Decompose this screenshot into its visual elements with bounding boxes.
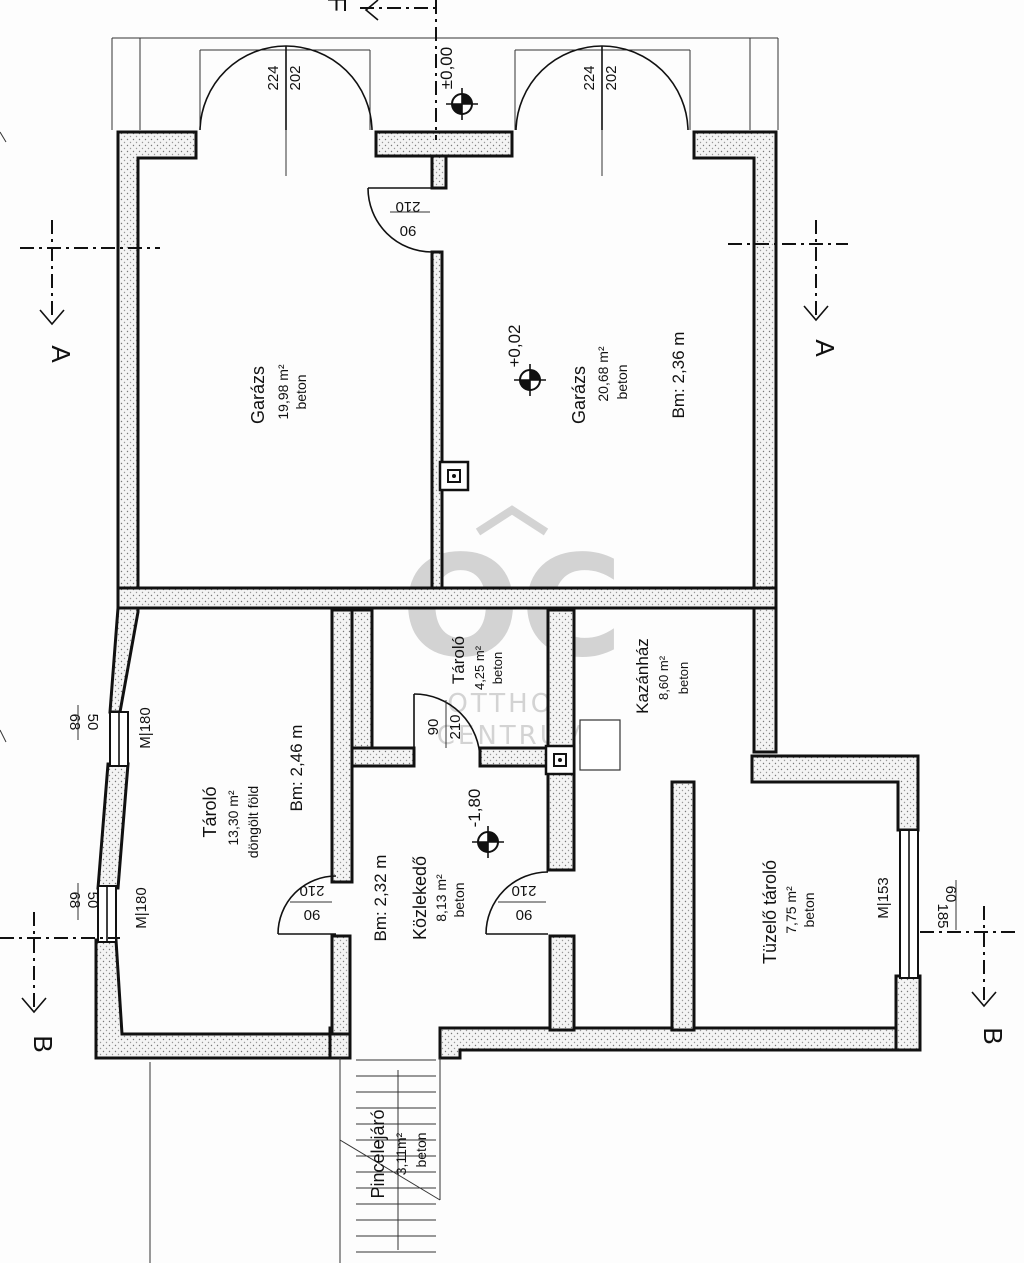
- door-storage-small-width: 90: [425, 719, 442, 736]
- boiler-unit: [579, 719, 621, 771]
- room-storage-left-name: Tároló: [200, 786, 220, 837]
- room-garage-left: Garázs 19,98 m² beton: [248, 364, 309, 424]
- section-a-right-label: A: [810, 339, 840, 357]
- section-b-left: B: [0, 912, 120, 1053]
- garage-door-right-width: 224: [581, 65, 598, 90]
- window-right-b: 185: [934, 903, 951, 928]
- room-fuel-storage-floor: beton: [801, 892, 817, 927]
- garage-door-right-height: 202: [603, 65, 620, 90]
- margin-mark-mid: [0, 729, 7, 743]
- room-corridor-name: Közlekedő: [410, 856, 430, 940]
- room-garage-right-area: 20,68 m²: [595, 346, 611, 402]
- room-corridor-height: Bm: 2,32 m: [371, 855, 390, 942]
- door-storage-left-width: 90: [304, 906, 321, 923]
- door-storage-left: 210 90: [277, 875, 337, 935]
- window-left-upper-bottom: 68: [66, 714, 83, 731]
- room-garage-left-name: Garázs: [248, 366, 268, 424]
- door-storage-small-height: 210: [447, 714, 464, 739]
- window-left-lower-top: 50: [84, 892, 101, 909]
- room-garage-left-area: 19,98 m²: [275, 364, 291, 420]
- window-right-side: M|153: [875, 877, 892, 918]
- room-garage-right-floor: beton: [614, 364, 630, 399]
- garage-door-left-height: 202: [287, 65, 304, 90]
- room-garage-left-floor: beton: [293, 374, 309, 409]
- garage-door-right: 224 202: [515, 45, 689, 176]
- door-garage-inner-height: 210: [395, 198, 420, 215]
- section-a-left-label: A: [46, 345, 76, 363]
- level-entrance-text: ±0,00: [437, 47, 456, 89]
- room-storage-left-height: Bm: 2,46 m: [287, 725, 306, 812]
- window-left-lower-side: M|180: [133, 887, 150, 928]
- garage-door-left-width: 224: [265, 65, 282, 90]
- chimney-garage: [438, 460, 470, 492]
- room-corridor-floor: beton: [451, 882, 467, 917]
- room-garage-right-name: Garázs: [569, 366, 589, 424]
- room-storage-small-area: 4,25 m²: [472, 645, 487, 690]
- room-storage-left-floor: döngölt föld: [245, 786, 261, 858]
- window-left-lower: 50 68 M|180: [66, 883, 150, 943]
- door-corridor-width: 90: [516, 906, 533, 923]
- chimney-boiler: [544, 744, 576, 776]
- level-marker-corridor: -1,80: [465, 789, 504, 858]
- watermark-roof-icon: [475, 505, 549, 536]
- section-f-top: F: [322, 0, 440, 140]
- window-left-upper-top: 50: [84, 714, 101, 731]
- room-storage-small: Tároló 4,25 m² beton: [449, 636, 505, 690]
- section-b-right: B: [920, 906, 1016, 1045]
- section-a-left: A: [20, 220, 160, 363]
- room-fuel-storage-area: 7,75 m²: [783, 886, 799, 934]
- room-boiler-name: Kazánház: [633, 638, 652, 714]
- door-corridor-height: 210: [511, 882, 536, 899]
- margin-mark-top: [0, 131, 7, 143]
- section-f-label: F: [322, 0, 352, 12]
- door-garage-inner: 210 90: [367, 187, 433, 253]
- window-left-lower-bottom: 68: [66, 892, 83, 909]
- section-b-right-label: B: [978, 1027, 1008, 1044]
- room-cellar-entry: Pincelejáró 3,11m² beton: [368, 1109, 429, 1198]
- window-left-upper-side: M|180: [137, 707, 154, 748]
- room-garage-right-height: Bm: 2,36 m: [669, 332, 688, 419]
- window-right-a: 60: [942, 886, 959, 903]
- level-garage-text: +0,02: [505, 324, 524, 367]
- room-cellar-entry-floor: beton: [413, 1132, 429, 1167]
- room-fuel-storage: Tüzelő tároló 7,75 m² beton: [760, 860, 817, 964]
- window-right: 60 185 M|153: [875, 829, 959, 979]
- room-corridor-area: 8,13 m²: [433, 874, 449, 922]
- walls: [94, 130, 922, 1060]
- window-left-upper: 50 68 M|180: [66, 705, 154, 767]
- room-cellar-entry-name: Pincelejáró: [368, 1109, 388, 1198]
- room-storage-left: Tároló 13,30 m² döngölt föld Bm: 2,46 m: [200, 725, 306, 859]
- room-fuel-storage-name: Tüzelő tároló: [760, 860, 780, 964]
- room-boiler-area: 8,60 m²: [656, 655, 671, 700]
- room-boiler-floor: beton: [676, 662, 691, 695]
- room-cellar-entry-area: 3,11m²: [393, 1132, 409, 1175]
- section-b-left-label: B: [28, 1035, 58, 1052]
- room-storage-left-area: 13,30 m²: [225, 790, 241, 846]
- garage-door-left: 224 202: [199, 45, 373, 176]
- section-a-right: A: [728, 220, 848, 357]
- level-marker-entrance: ±0,00: [437, 47, 478, 120]
- cellar-stairs: [339, 1058, 441, 1263]
- room-storage-small-name: Tároló: [449, 636, 468, 684]
- level-corridor-text: -1,80: [465, 789, 484, 828]
- room-boiler: Kazánház 8,60 m² beton: [633, 638, 691, 714]
- level-marker-garage: +0,02: [505, 324, 546, 396]
- door-storage-small: 90 210: [413, 693, 481, 761]
- room-garage-right: Garázs 20,68 m² beton Bm: 2,36 m: [569, 332, 688, 424]
- door-storage-left-height: 210: [299, 882, 324, 899]
- door-corridor: 210 90: [485, 871, 549, 935]
- room-corridor: Bm: 2,32 m Közlekedő 8,13 m² beton: [371, 855, 467, 942]
- room-storage-small-floor: beton: [490, 652, 505, 685]
- door-garage-inner-width: 90: [400, 222, 417, 239]
